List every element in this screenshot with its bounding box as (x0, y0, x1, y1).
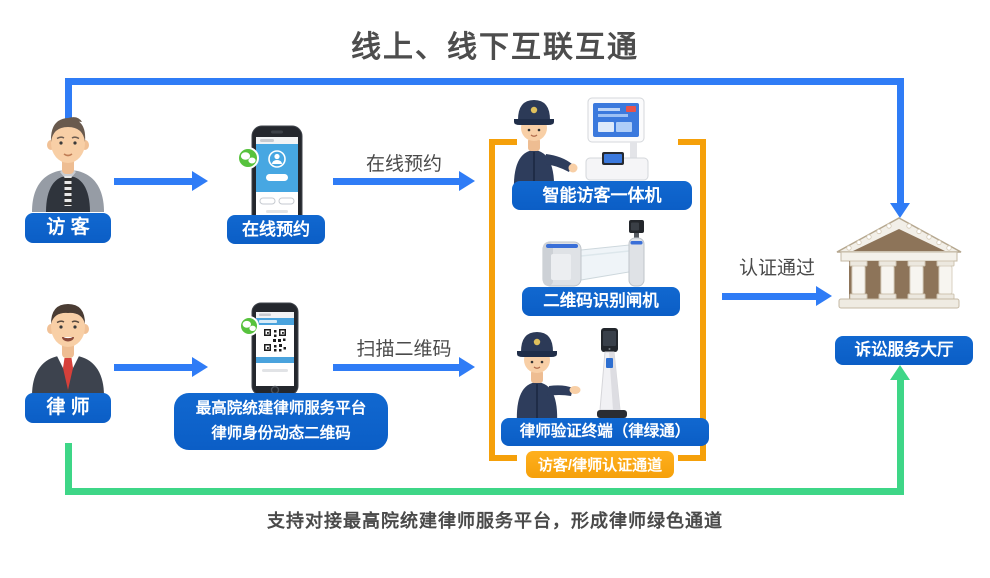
police-officer-icon (516, 332, 581, 424)
lawyer-avatar-icon (32, 304, 104, 396)
booking-label: 在线预约 (227, 215, 325, 244)
kiosk-illustration-icon (513, 97, 649, 194)
flow-label-online-booking: 在线预约 (365, 154, 442, 175)
lawyer-label: 律 师 (25, 393, 111, 423)
visitor-kiosk-icon (585, 97, 649, 181)
flow-line-top-left-vertical (65, 78, 72, 123)
bottom-caption: 支持对接最高院统建律师服务平台，形成律师绿色通道 (267, 511, 723, 531)
arrow-qrphone-to-terminal (333, 357, 475, 377)
flow-label-auth-passed: 认证通过 (738, 258, 815, 279)
kiosk-label: 智能访客一体机 (512, 181, 692, 210)
arrow-channel-to-hall (722, 286, 832, 306)
gate-label: 二维码识别闸机 (522, 287, 680, 316)
platform-label-line1: 最高院统建律师服务平台 (195, 399, 367, 417)
verify-terminal-icon (597, 328, 627, 418)
platform-label-line2: 律师身份动态二维码 (211, 424, 351, 442)
arrow-lawyer-to-qrphone (114, 357, 208, 377)
platform-label: 最高院统建律师服务平台 律师身份动态二维码 (174, 393, 388, 450)
auth-channel-bracket-left (489, 139, 517, 461)
arrowhead-down-icon (890, 203, 910, 218)
arrow-booking-to-kiosk (333, 171, 475, 191)
terminal-label: 律师验证终端（律绿通） (501, 418, 709, 446)
visitor-label: 访 客 (25, 213, 111, 243)
flow-line-bottom-right-vertical (897, 380, 904, 492)
auth-channel-label: 访客/律师认证通道 (526, 451, 674, 478)
arrowhead-up-icon (890, 365, 910, 380)
qr-phone-icon (239, 302, 299, 396)
flow-line-top-right-vertical (897, 78, 904, 204)
flow-label-scan-qr: 扫描二维码 (356, 339, 452, 360)
hall-label: 诉讼服务大厅 (835, 336, 973, 365)
visitor-avatar-icon (32, 117, 104, 212)
wechat-badge-icon (237, 147, 259, 169)
page-title: 线上、线下互联互通 (351, 31, 639, 64)
flow-line-top-horizontal (65, 78, 904, 85)
flow-line-bottom-horizontal (65, 488, 904, 495)
booking-phone-icon (237, 125, 303, 233)
wechat-badge-icon (239, 316, 259, 336)
auth-channel-bracket-right (678, 139, 706, 461)
flow-line-bottom-left-vertical (65, 443, 72, 495)
qr-code-icon (264, 329, 286, 352)
courthouse-icon (836, 217, 962, 309)
police-officer-icon (513, 100, 578, 194)
arrow-visitor-to-booking (114, 171, 208, 191)
terminal-illustration-icon (516, 328, 627, 424)
turnstile-gate-icon (542, 220, 645, 287)
